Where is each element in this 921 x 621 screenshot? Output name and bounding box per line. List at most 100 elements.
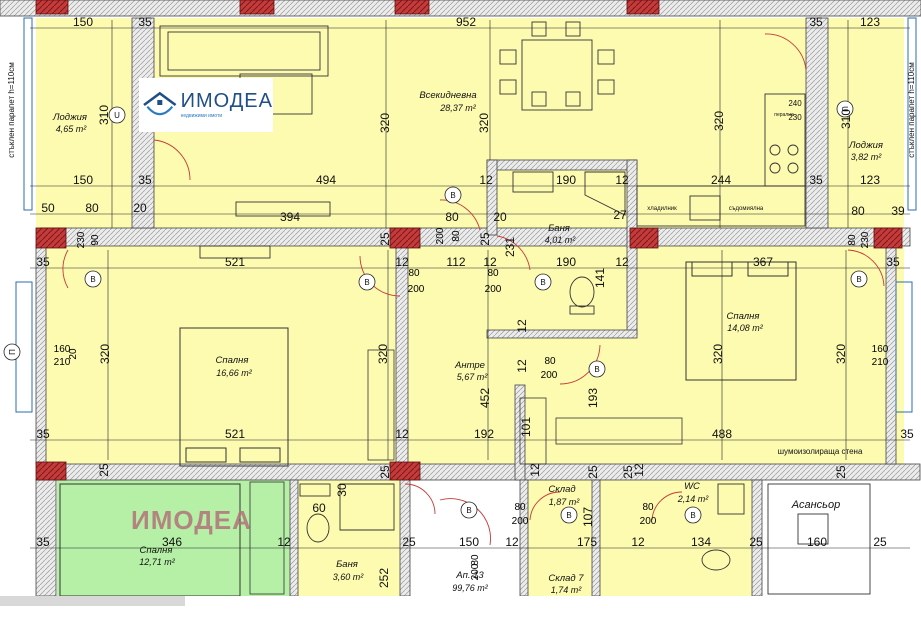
dim: 190 [556,255,576,269]
dims-row-180: 150 35 494 12 190 12 244 35 123 [73,173,880,187]
room-area: 1,74 m² [551,585,583,595]
dim: 488 [712,427,732,441]
room-name: Спалня [727,311,760,322]
dim: 35 [36,535,50,549]
door-tag: B [540,278,545,287]
dim: 80 [847,234,858,246]
dim: 200 [435,227,446,244]
room-fills [36,18,904,596]
dim: 320 [834,344,848,364]
dim: 210 [54,357,71,368]
room-name: Всекидневна [419,90,476,101]
left-parapet-label: стъклен парапет h=110см [7,62,16,157]
dim: 35 [809,173,823,187]
dim: 150 [73,15,93,29]
dim: 12 [631,535,645,549]
door-tag: B [364,278,369,287]
room-name: Баня [336,559,358,570]
room-name: Лоджия [848,140,883,151]
dim: 35 [886,255,900,269]
dim: 320 [712,111,726,131]
room-area: 3,60 m² [333,572,365,582]
dim: 35 [138,15,152,29]
dim: 200 [485,284,502,295]
bottom-scroll-area [0,596,921,621]
logo-house-icon [143,91,177,116]
dim: 200 [470,563,481,580]
dim: 12 [505,535,519,549]
dim: 25 [402,535,416,549]
room-area: 3,82 m² [851,152,883,162]
dim: 25 [378,232,392,246]
dim: 12 [515,359,529,373]
axis-u: U [114,111,120,120]
logo-tagline: недвижими имоти [180,113,223,119]
dim: 12 [615,173,629,187]
watermark: ИМОДЕА [131,505,252,535]
washer-dim: 240 [788,99,802,108]
dims-row-262: 35 521 12 112 12 190 12 367 35 [36,255,900,269]
room-area: 14,08 m² [727,323,764,333]
room-name: WC [684,481,700,492]
room-name: Склад [548,484,575,495]
columns [35,0,903,481]
dim: 244 [711,173,731,187]
dim: 141 [593,268,607,288]
dim: 192 [474,427,494,441]
dim: 320 [376,344,390,364]
dim: 25 [586,465,600,479]
dims-row-207: 50 80 20 394 80 20 27 80 39 [41,201,905,224]
dimension-lines [30,20,910,549]
door-tag: B [466,506,471,515]
dim: 494 [316,173,336,187]
dim: 320 [477,113,491,133]
dim: 25 [378,465,392,479]
axis-bubbles [3,100,854,361]
dim: 12 [515,319,529,333]
dim: 12 [632,463,646,477]
door-tag: B [690,511,695,520]
lower-fixtures [299,483,871,595]
dim: 12 [277,535,291,549]
room-name: Ап. 13 [455,570,484,581]
dim: 80 [470,554,481,566]
dim: 80 [544,356,556,367]
room-area: 2,14 m² [677,494,710,504]
loggia-frames [15,17,917,413]
dim: 80 [851,204,865,218]
dim: 200 [408,284,425,295]
door-tag: B [450,191,455,200]
dishwasher-label: съдомиялна [729,206,764,212]
dim: 39 [891,204,905,218]
dim: 210 [872,357,889,368]
dim: 134 [691,535,711,549]
scrollbar-track[interactable] [0,596,185,606]
dims-doors: 80 200 80 200 80 200 160 210 160 210 230… [54,227,889,580]
dim: 394 [280,210,300,224]
dim: 160 [54,344,71,355]
dim: 107 [581,507,595,527]
room-name: Спалня [216,355,249,366]
dim: 35 [36,427,50,441]
room-labels: Лоджия 4,65 m² Всекидневна 28,37 m² Баня… [52,90,883,595]
dim: 190 [556,173,576,187]
bath-top-fixtures [512,171,626,315]
dim: 193 [586,388,600,408]
room-area: 1,87 m² [549,497,581,507]
dim: 60 [312,501,326,515]
dim: 200 [512,516,529,527]
dim: 25 [873,535,887,549]
room-name: Спалня [140,545,173,556]
dim: 230 [76,231,87,248]
dim: 320 [98,344,112,364]
dim: 50 [41,201,55,215]
dim: 112 [446,255,465,269]
door-arcs [62,33,885,546]
dim: 12 [395,255,409,269]
room-name: Асансьор [791,499,840,511]
room-area: 16,66 m² [216,368,253,378]
room-name: Склад 7 [548,573,584,584]
noise-wall-label: шумоизолираща стена [778,447,863,456]
dim: 20 [493,210,507,224]
